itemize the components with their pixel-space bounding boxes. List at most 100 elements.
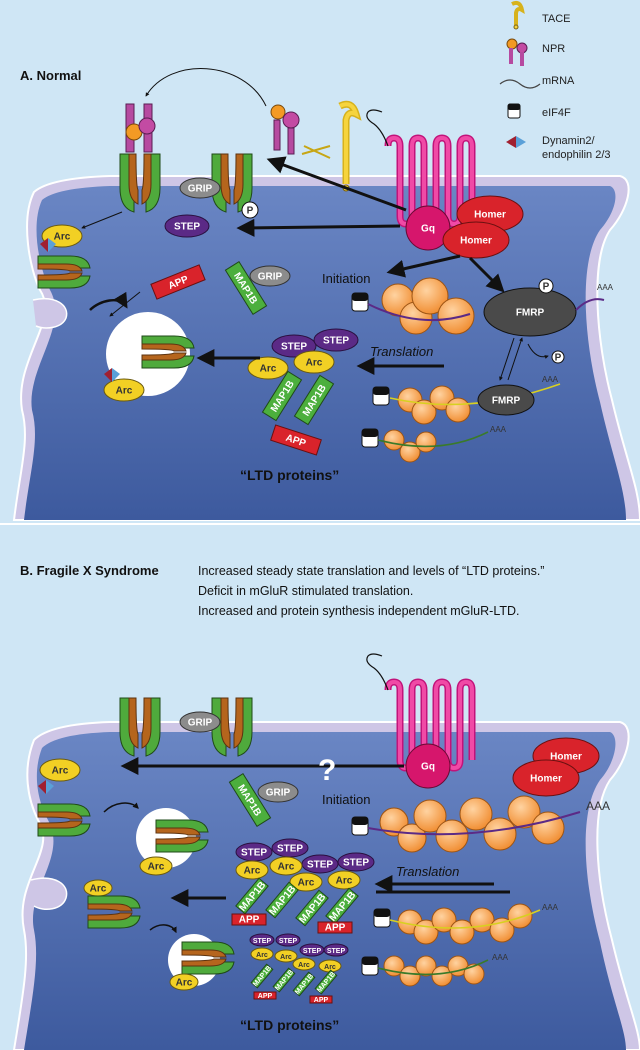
arrow-to-initiation-a <box>386 254 461 278</box>
arc-label-a1: Arc <box>54 232 71 243</box>
homer-a2 <box>442 221 510 259</box>
panel-b-desc-3: Increased and protein synthesis independ… <box>198 604 519 618</box>
arc-label-a3: Arc <box>260 364 277 375</box>
app-label-b3: APP <box>258 993 273 1000</box>
arrow-to-fmrp-a <box>468 256 505 293</box>
npr-arrow-a <box>145 68 267 107</box>
arrow-to-arc-a <box>81 211 123 229</box>
homer-label-b1: Homer <box>550 752 582 763</box>
app-label-b2: APP <box>325 923 346 934</box>
arc-label-a4: Arc <box>306 358 323 369</box>
arc-label-b11: Arc <box>298 962 310 969</box>
arc-label-b7: Arc <box>298 878 315 889</box>
grip-label-a1: GRIP <box>188 184 213 195</box>
phospho-a1 <box>241 201 259 219</box>
phospho-label-a3: P <box>555 353 562 364</box>
mrna-icon <box>499 79 541 89</box>
npr-icon-a2 <box>270 104 300 155</box>
tace-icon <box>511 0 525 30</box>
app-arrow-a <box>109 291 141 317</box>
eif4f-b3 <box>361 956 379 976</box>
arc-label-a2: Arc <box>116 386 133 397</box>
fmrp-label-a1: FMRP <box>516 308 545 319</box>
grip-label-b1: GRIP <box>188 718 213 729</box>
panel-b-desc-2: Deficit in mGluR stimulated translation. <box>198 584 413 598</box>
aaa-label-b1: AAA <box>586 799 610 813</box>
app-label-b1: APP <box>239 915 260 926</box>
step-label-b2: STEP <box>277 844 303 855</box>
grip-a2 <box>249 265 291 287</box>
homer-label-a2: Homer <box>460 236 492 247</box>
initiation-label-b: Initiation <box>322 792 370 807</box>
arc-label-b12: Arc <box>324 964 336 971</box>
arc-label-b8: Arc <box>336 876 353 887</box>
translation-label-a: Translation <box>370 344 433 359</box>
arrow-to-receptor-a <box>266 156 407 212</box>
aaa-label-a1: AAA <box>597 283 614 292</box>
arc-label-b5: Arc <box>244 866 261 877</box>
legend-mrna-label: mRNA <box>542 75 575 87</box>
arc-label-b2: Arc <box>148 862 165 873</box>
ltd-proteins-label-b: “LTD proteins” <box>240 1017 339 1033</box>
step-label-a1: STEP <box>174 222 200 233</box>
panel-a: A. Normal <box>12 68 640 521</box>
phospho-label-a2: P <box>543 282 550 293</box>
eif4f-b2 <box>373 908 391 928</box>
legend-endophilin-label: endophilin 2/3 <box>542 149 611 161</box>
arc-label-b6: Arc <box>278 862 295 873</box>
ltd-proteins-label-a: “LTD proteins” <box>240 467 339 483</box>
arc-label-b10: Arc <box>280 954 292 961</box>
npr-icon-a1 <box>125 103 156 153</box>
step-label-b5: STEP <box>253 938 272 945</box>
arrow-to-step-a <box>236 218 401 237</box>
arc-label-b4: Arc <box>176 978 193 989</box>
eif4f-icon <box>507 103 521 119</box>
panel-b-title: B. Fragile X Syndrome <box>20 563 159 578</box>
fmrp-label-a2: FMRP <box>492 396 521 407</box>
aaa-label-b2: AAA <box>542 903 559 912</box>
gq-label-a: Gq <box>421 224 435 235</box>
step-label-a3: STEP <box>323 336 349 347</box>
grip-a1 <box>179 177 221 199</box>
step-label-b8: STEP <box>327 948 346 955</box>
initiation-label-a: Initiation <box>322 271 370 286</box>
aaa-label-b3: AAA <box>492 953 509 962</box>
panel-b: B. Fragile X Syndrome Increased steady s… <box>12 563 640 1050</box>
panel-a-title: A. Normal <box>20 68 81 83</box>
step-label-a2: STEP <box>281 342 307 353</box>
step-label-b1: STEP <box>241 848 267 859</box>
grip-label-a2: GRIP <box>258 272 283 283</box>
legend-npr-label: NPR <box>542 43 565 55</box>
eif4f-a3 <box>361 428 379 448</box>
question-mark-b: ? <box>318 754 336 787</box>
legend-eif4f-label: eIF4F <box>542 107 571 119</box>
step-a1 <box>164 214 210 238</box>
arc-label-b9: Arc <box>256 952 268 959</box>
step-label-b3: STEP <box>307 860 333 871</box>
step-label-b4: STEP <box>343 858 369 869</box>
eif4f-a2 <box>372 386 390 406</box>
arc-label-b3: Arc <box>90 884 107 895</box>
app-label-b4: APP <box>314 997 329 1004</box>
translation-label-b: Translation <box>396 864 459 879</box>
fmrp-a2 <box>477 384 535 416</box>
homer-label-b2: Homer <box>530 774 562 785</box>
npr-icon <box>506 38 528 66</box>
scissors-icon-a <box>301 145 331 159</box>
phospho-label-a1: P <box>247 206 254 217</box>
grip-label-b2: GRIP <box>266 788 291 799</box>
dynamin-a1 <box>40 238 48 252</box>
panel-b-desc-1: Increased steady state translation and l… <box>198 564 544 578</box>
legend-tace-label: TACE <box>542 13 571 25</box>
endocytosis-arrow-a <box>89 291 128 311</box>
homer-label-a1: Homer <box>474 210 506 221</box>
arc-a2 <box>103 378 145 402</box>
endocytic-pit-a <box>32 298 68 329</box>
legend: TACE NPR mRNA eIF4F Dynamin2/ endophilin… <box>499 0 611 161</box>
step-label-b7: STEP <box>303 948 322 955</box>
endosome-a <box>106 312 190 396</box>
arc-label-b1: Arc <box>52 766 69 777</box>
legend-dynamin-label: Dynamin2/ <box>542 135 596 147</box>
step-label-b6: STEP <box>279 938 298 945</box>
